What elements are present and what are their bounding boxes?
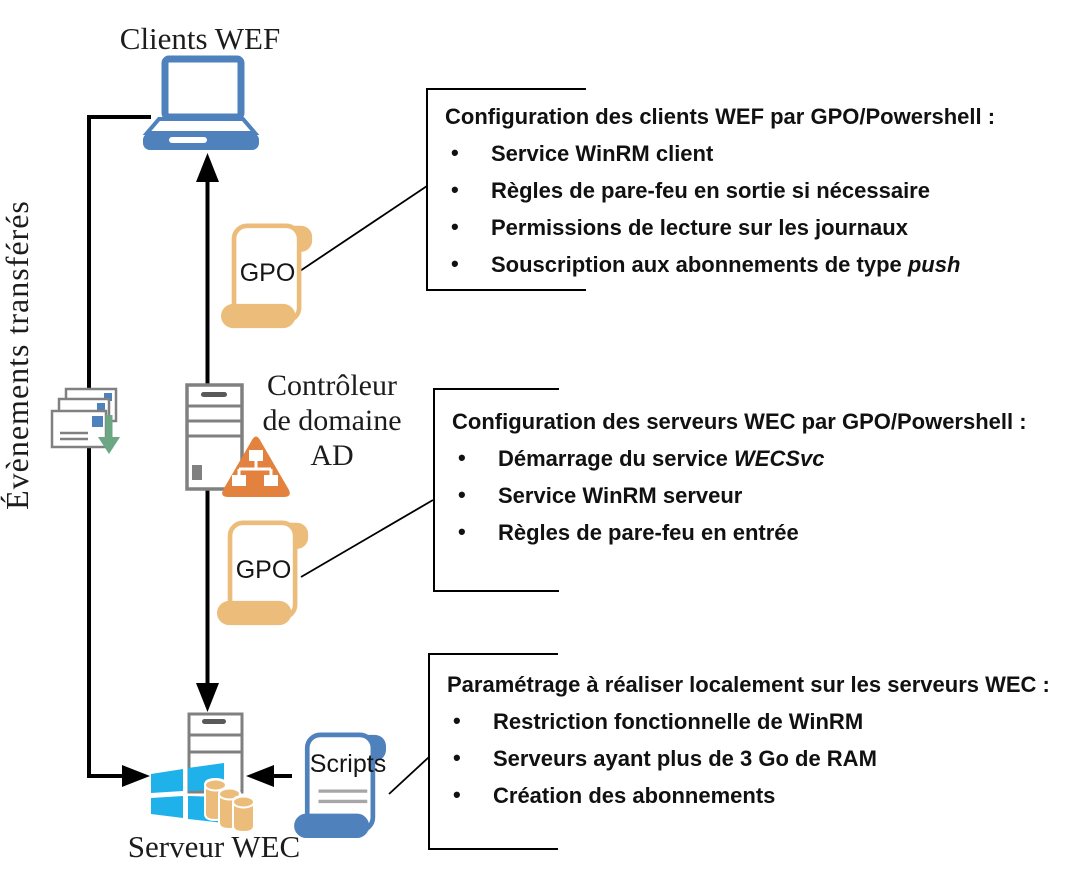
bullet-item: • Serveurs ayant plus de 3 Go de RAM <box>447 740 1074 777</box>
wec-server-label: Serveur WEC <box>127 829 301 864</box>
bullet-text: Règles de pare-feu en sortie si nécessai… <box>491 178 930 203</box>
callout-border-bottom <box>430 847 558 850</box>
bullet-text-italic: push <box>907 252 961 277</box>
bullet-item: • Permissions de lecture sur les journaux <box>445 209 1074 246</box>
active-directory-icon <box>219 435 293 499</box>
bullet-text: Démarrage du service <box>498 446 735 471</box>
dc-server-icon <box>185 383 244 491</box>
callout-border-bottom <box>428 288 586 291</box>
arrowhead-left <box>246 765 274 787</box>
bullet-item: • Démarrage du service WECSvc <box>452 440 1074 477</box>
bullet-item: • Service WinRM client <box>445 135 1074 172</box>
bullet-text-italic: WECSvc <box>734 446 825 471</box>
callout-border-top <box>430 653 558 656</box>
callout-border-top <box>435 388 559 391</box>
connector-gpo2-box2 <box>300 499 434 578</box>
bullet-text: Serveurs ayant plus de 3 Go de RAM <box>493 746 877 771</box>
bullet-dot-icon: • <box>453 745 461 770</box>
callout-title: Configuration des serveurs WEC par GPO/P… <box>452 409 1027 434</box>
events-transferred-label: Évènements transférés <box>0 200 35 510</box>
bullet-text: Règles de pare-feu en entrée <box>498 520 799 545</box>
green-download-arrow-icon <box>98 415 120 454</box>
callout-clients-config: Configuration des clients WEF par GPO/Po… <box>426 88 1074 291</box>
bullet-text: Souscription aux abonnements de type <box>491 252 908 277</box>
domain-controller-label-line2: de domaine <box>262 404 402 437</box>
bullet-item: • Restriction fonctionnelle de WinRM <box>447 703 1074 740</box>
bullet-dot-icon: • <box>453 782 461 807</box>
bullet-item: • Souscription aux abonnements de type pu… <box>445 246 1074 283</box>
bullet-text: Service WinRM client <box>491 141 714 166</box>
callout-bullet-list: • Démarrage du service WECSvc • Service Win… <box>452 440 1074 551</box>
connector-scripts-box3 <box>388 756 430 795</box>
arrowhead-down <box>196 683 219 712</box>
callout-wec-gpo-config: Configuration des serveurs WEC par GPO/P… <box>433 388 1074 592</box>
callout-title: Configuration des clients WEF par GPO/Po… <box>445 104 996 129</box>
bullet-dot-icon: • <box>458 445 466 470</box>
event-database-icon <box>204 777 257 834</box>
bullet-dot-icon: • <box>451 251 459 276</box>
bullet-dot-icon: • <box>451 214 459 239</box>
bullet-text: Service WinRM serveur <box>498 483 743 508</box>
scripts-label: Scripts <box>309 750 387 778</box>
bullet-dot-icon: • <box>458 482 466 507</box>
callout-border-bottom <box>435 589 559 592</box>
arrowhead-right <box>122 765 150 787</box>
bullet-text: Création des abonnements <box>493 783 776 808</box>
scripts-to-server-arrow <box>246 765 292 787</box>
gpo-scroll-top-icon <box>221 221 314 331</box>
forwarded-events-icon <box>50 387 122 457</box>
bullet-text: Permissions de lecture sur les journaux <box>491 215 908 240</box>
callout-bullet-list: • Restriction fonctionnelle de WinRM • Serv… <box>447 703 1074 814</box>
clients-wef-label: Clients WEF <box>119 21 281 56</box>
gpo-top-label: GPO <box>239 259 296 287</box>
callout-wec-local-config: Paramétrage à réaliser localement sur le… <box>428 653 1074 850</box>
bullet-dot-icon: • <box>451 140 459 165</box>
bullet-item: • Règles de pare-feu en entrée <box>452 514 1074 551</box>
callout-title: Paramétrage à réaliser localement sur le… <box>447 672 1050 697</box>
bullet-dot-icon: • <box>453 708 461 733</box>
connector-gpo1-box1 <box>296 185 428 274</box>
domain-controller-label: Contrôleur de domaine AD <box>244 368 420 473</box>
gpo-bottom-label: GPO <box>235 556 292 584</box>
callout-border-top <box>428 88 586 91</box>
scripts-scroll-icon <box>281 732 401 838</box>
bullet-item: • Service WinRM serveur <box>452 477 1074 514</box>
bullet-dot-icon: • <box>458 519 466 544</box>
bullet-dot-icon: • <box>451 177 459 202</box>
bullet-item: • Création des abonnements <box>447 777 1074 814</box>
domain-controller-label-line1: Contrôleur <box>267 369 397 402</box>
bullet-text: Restriction fonctionnelle de WinRM <box>493 709 864 734</box>
callout-bullet-list: • Service WinRM client • Règles de pare-feu… <box>445 135 1074 283</box>
domain-controller-label-line3: AD <box>310 439 354 472</box>
arrowhead-up <box>196 153 219 182</box>
laptop-icon <box>142 55 261 155</box>
gpo-scroll-bottom-icon <box>217 518 310 628</box>
bullet-item: • Règles de pare-feu en sortie si nécessa… <box>445 172 1074 209</box>
